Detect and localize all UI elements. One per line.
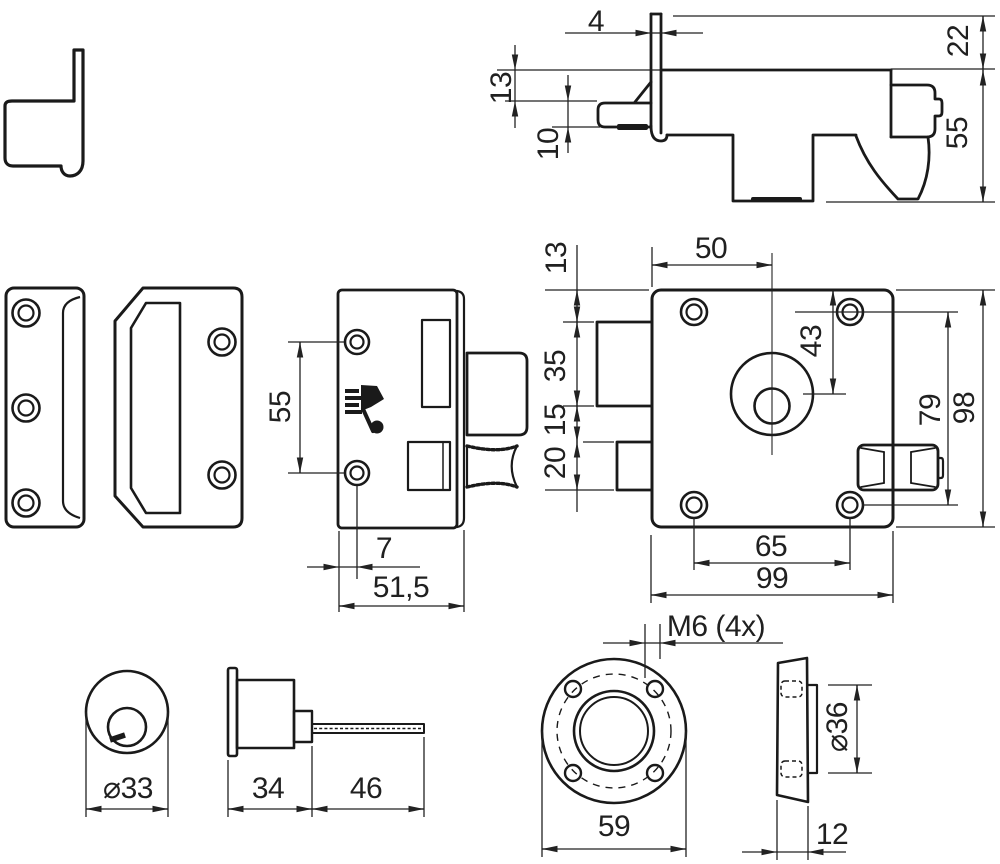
strike-plate-flat xyxy=(4,286,86,529)
lower-side-box xyxy=(615,440,654,492)
dim-label-top-margin: 13 xyxy=(540,241,573,275)
tailpiece-bar xyxy=(311,723,425,734)
top-view-dimension-lines xyxy=(497,15,995,203)
latch-bevel-edge xyxy=(633,80,653,104)
dim-label-body-height: 55 xyxy=(941,116,974,150)
m6-holes xyxy=(563,679,665,783)
dim-label-above-body: 22 xyxy=(942,24,975,58)
cylinder-side-view xyxy=(226,666,425,758)
dim-label-rose-inner-diameter: ⌀36 xyxy=(821,702,854,752)
dim-label-body-to-latch: 13 xyxy=(485,71,518,105)
screw-holes xyxy=(343,328,371,487)
lock-front-view xyxy=(595,288,945,529)
dim-label-case-height: 98 xyxy=(948,391,981,425)
keyway-mark xyxy=(109,732,126,743)
cylinder-front-dimension-lines xyxy=(85,712,169,817)
dim-label-rose-outer-diameter: 59 xyxy=(597,810,631,843)
rear-view-dimension-lines xyxy=(288,341,465,612)
upper-side-box xyxy=(595,320,654,408)
dim-label-hole-spacing-horizontal: 65 xyxy=(754,530,788,563)
rose-side-dimension-lines xyxy=(742,684,872,860)
dim-label-lower-box-height: 20 xyxy=(539,446,572,480)
knob-neck xyxy=(889,83,944,139)
dim-label-top-to-center: 43 xyxy=(795,324,828,358)
hidden-screw-top xyxy=(780,680,803,698)
bracket-profile-view xyxy=(3,48,85,178)
screw-holes xyxy=(207,327,237,490)
rose-front-dimension-lines xyxy=(541,624,783,857)
dim-label-rear-hole-offset: 7 xyxy=(375,532,393,565)
cylinder-front-view xyxy=(84,669,170,755)
dim-label-faceplate-thickness: 4 xyxy=(587,5,605,38)
screw-holes xyxy=(11,298,41,518)
dim-label-upper-box-height: 35 xyxy=(539,349,572,383)
lock-top-view xyxy=(596,12,944,203)
knob-flare xyxy=(854,134,931,201)
dim-label-tailpiece-length: 46 xyxy=(349,772,383,805)
lock-rear-view xyxy=(336,288,529,530)
latch-bolt-top xyxy=(596,101,653,129)
strike-plate-box xyxy=(113,286,244,529)
brand-logo-icon xyxy=(345,385,384,434)
hidden-screw-bottom xyxy=(780,760,803,778)
dim-label-hole-spacing-vertical: 79 xyxy=(914,393,947,427)
dim-label-box-gap: 15 xyxy=(539,403,572,437)
rose-side-view xyxy=(775,656,819,804)
dim-label-latch-height: 10 xyxy=(532,127,565,161)
dim-label-rose-depth: 12 xyxy=(815,818,849,851)
dim-label-rear-hole-spacing: 55 xyxy=(264,390,297,424)
dim-label-cylinder-diameter: ⌀33 xyxy=(103,772,153,805)
dim-label-case-length: 99 xyxy=(755,562,789,595)
dim-label-case-width: 51,5 xyxy=(372,571,430,604)
dim-label-thread-callout: M6 (4x) xyxy=(666,610,766,643)
bolt-circle xyxy=(556,673,672,789)
latch-housing xyxy=(465,351,529,437)
dim-label-cylinder-offset: 50 xyxy=(694,232,728,265)
rose-front-view xyxy=(540,657,688,805)
front-view-dimension-lines xyxy=(545,245,995,603)
cylinder-side-dimension-lines xyxy=(227,737,425,817)
latch-bolt-front xyxy=(856,443,945,492)
dim-label-cylinder-body-length: 34 xyxy=(251,772,285,805)
latch-bolt-serrated xyxy=(465,444,519,489)
